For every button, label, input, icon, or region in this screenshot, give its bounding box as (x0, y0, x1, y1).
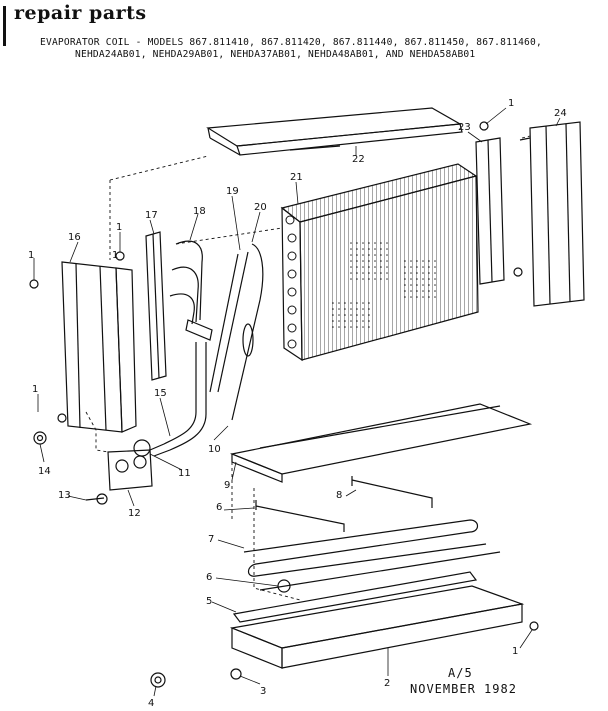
screw-13 (85, 493, 108, 505)
callout-15: 15 (154, 388, 167, 399)
callout-17: 17 (145, 210, 158, 221)
callout-11: 11 (178, 468, 191, 479)
callout-2: 2 (384, 678, 390, 689)
callout-1: 1 (28, 250, 34, 261)
callout-21: 21 (290, 172, 303, 183)
callout-7: 7 (208, 534, 214, 545)
callout-12: 12 (128, 508, 141, 519)
callout-22: 22 (352, 154, 365, 165)
left-side-panel (61, 261, 137, 433)
support-brackets (255, 476, 433, 532)
drain-pan (229, 585, 525, 669)
callout-1: 1 (32, 384, 38, 395)
callout-1: 1 (112, 250, 118, 261)
upper-drain-tray (229, 403, 533, 483)
callout-18: 18 (193, 206, 206, 217)
callout-16: 16 (68, 232, 81, 243)
suction-tube (149, 342, 207, 457)
callout-13: 13 (58, 490, 71, 501)
callout-23: 23 (458, 122, 471, 133)
callout-6: 6 (206, 572, 212, 583)
fitting-block (107, 439, 153, 491)
left-inner-bracket (145, 231, 167, 381)
callout-4: 4 (148, 698, 154, 709)
callout-24: 24 (554, 108, 567, 119)
nut (33, 431, 47, 445)
callout-9: 9 (224, 480, 230, 491)
heater-elements (243, 519, 501, 591)
bottom-hardware (150, 668, 242, 688)
callout-5: 5 (206, 596, 212, 607)
callout-1: 1 (508, 98, 514, 109)
callout-1: 1 (116, 222, 122, 233)
callout-6: 6 (216, 502, 222, 513)
subtitle-line-2: NEHDA24AB01, NEHDA29AB01, NEHDA37AB01, N… (75, 49, 476, 60)
callout-14: 14 (38, 466, 51, 477)
distributor-tubes (169, 240, 213, 341)
callout-19: 19 (226, 186, 239, 197)
footer-code: A/5 (448, 666, 473, 680)
leader-lines (33, 107, 561, 697)
callout-20: 20 (254, 202, 267, 213)
reference-lines (85, 135, 531, 601)
callout-1: 1 (512, 646, 518, 657)
title-bar (3, 6, 6, 46)
callout-8: 8 (336, 490, 342, 501)
evaporator-coil (280, 163, 479, 362)
seal-strip (232, 571, 478, 623)
footer-date: NOVEMBER 1982 (410, 682, 517, 696)
callout-10: 10 (208, 444, 221, 455)
capillary-tube-assembly (209, 243, 264, 421)
right-side-panel (519, 121, 585, 307)
page-title: repair parts (14, 2, 147, 24)
subtitle-line-1: EVAPORATOR COIL - MODELS 867.811410, 867… (40, 37, 542, 48)
right-bracket (475, 137, 505, 285)
callout-3: 3 (260, 686, 266, 697)
top-cover-panel (206, 107, 463, 156)
